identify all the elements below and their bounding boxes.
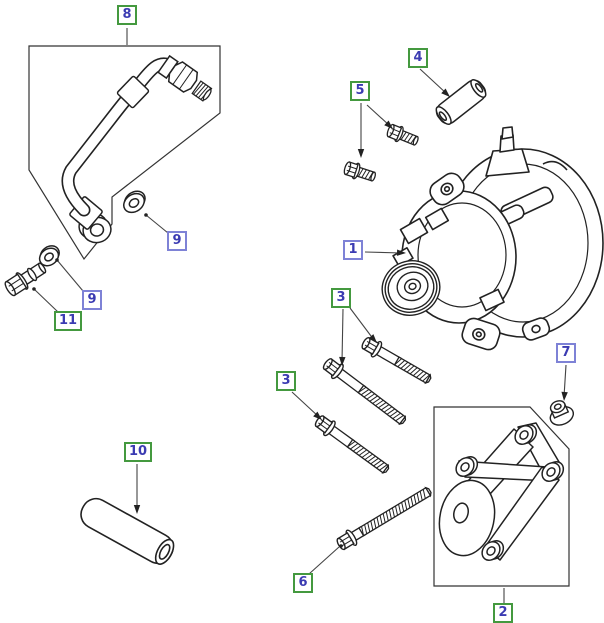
callout-2[interactable]: 2 xyxy=(493,603,513,623)
part-4-link-tube xyxy=(435,78,487,126)
callout-7[interactable]: 7 xyxy=(556,343,576,363)
part-1-alternator xyxy=(381,126,604,351)
callout-9[interactable]: 9 xyxy=(82,290,102,310)
callout-5[interactable]: 5 xyxy=(350,81,370,101)
part-3-bolt-upper xyxy=(361,336,432,385)
part-8-pipe-assembly xyxy=(61,54,213,244)
callout-8[interactable]: 8 xyxy=(117,5,137,25)
part-5-screws xyxy=(343,123,419,182)
callout-9[interactable]: 9 xyxy=(167,231,187,251)
callout-6[interactable]: 6 xyxy=(293,573,313,593)
callout-10[interactable]: 10 xyxy=(124,442,153,462)
callout-3[interactable]: 3 xyxy=(331,288,351,308)
box-8-outline xyxy=(28,45,221,261)
callout-1[interactable]: 1 xyxy=(343,240,363,260)
part-9-washer-lower xyxy=(38,245,60,267)
part-6-pivot-bolt xyxy=(336,486,432,551)
part-11-banjo-bolt xyxy=(4,262,47,297)
box-2-outline xyxy=(433,406,570,587)
part-10-spacer-tube xyxy=(80,497,175,565)
part-7-nut xyxy=(549,400,575,426)
part-2-mounting-bracket xyxy=(438,422,565,561)
callout-4[interactable]: 4 xyxy=(408,48,428,68)
leader-lines xyxy=(32,28,568,603)
callout-11[interactable]: 11 xyxy=(54,311,83,331)
part-3-bolt-middle xyxy=(322,358,407,425)
part-9-washer-upper xyxy=(123,190,146,214)
part-3-bolt-lower xyxy=(314,415,390,474)
callout-3[interactable]: 3 xyxy=(276,371,296,391)
